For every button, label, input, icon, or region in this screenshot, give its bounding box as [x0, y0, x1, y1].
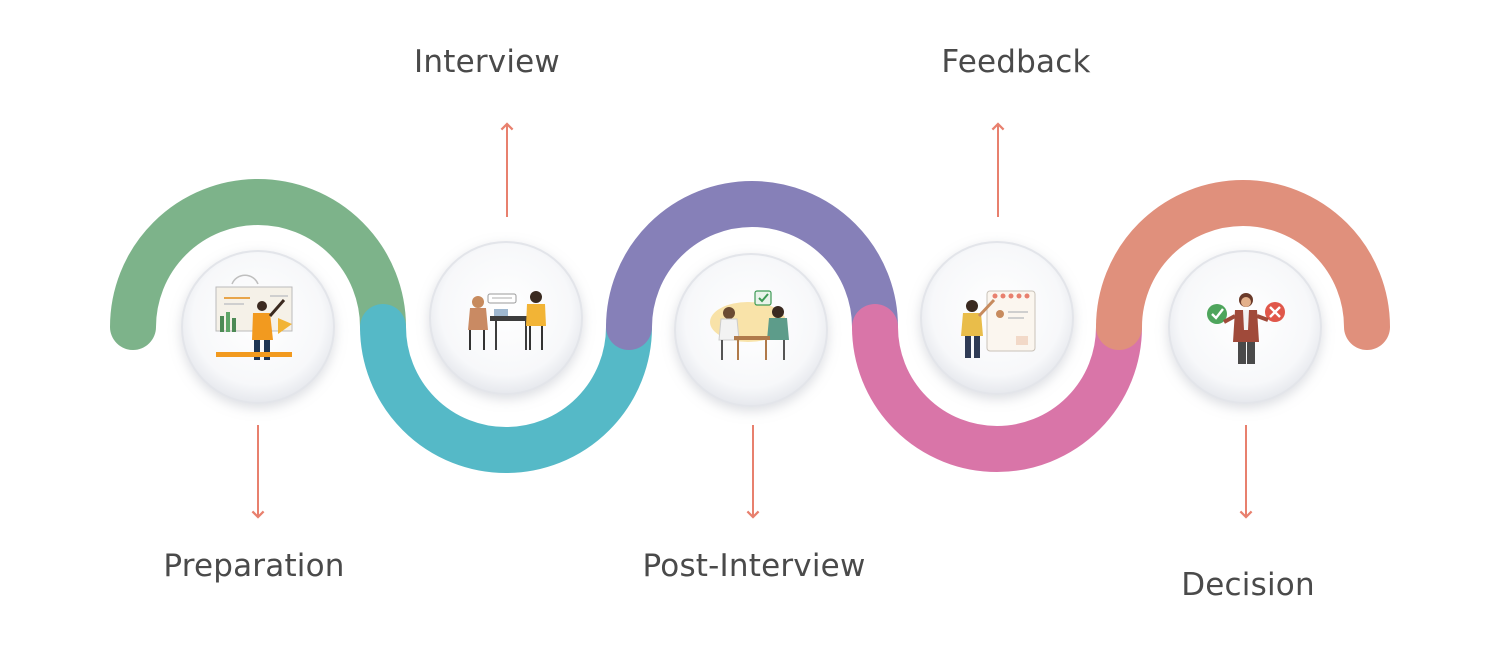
band-segment-decision: [1096, 180, 1390, 350]
connector-arrows: [251, 122, 1253, 519]
planning-board-illustration: [215, 274, 293, 360]
process-band: [110, 179, 1390, 473]
stage-label-decision: Decision: [1181, 567, 1315, 603]
stage-label-post-interview: Post-Interview: [642, 548, 866, 584]
interview-meeting-illustration: [468, 291, 546, 350]
stage-label-feedback: Feedback: [941, 44, 1091, 80]
discussion-table-illustration: [710, 290, 789, 360]
rating-stars-illustration: [961, 290, 1036, 358]
band-segment-interview: [360, 304, 652, 473]
accept-reject-illustration: [1207, 293, 1285, 364]
band-segment-preparation: [110, 179, 406, 350]
band-segment-feedback: [852, 304, 1142, 472]
stage-label-preparation: Preparation: [163, 548, 345, 584]
band-segment-post-interview: [606, 181, 898, 350]
stage-label-interview: Interview: [414, 44, 560, 80]
